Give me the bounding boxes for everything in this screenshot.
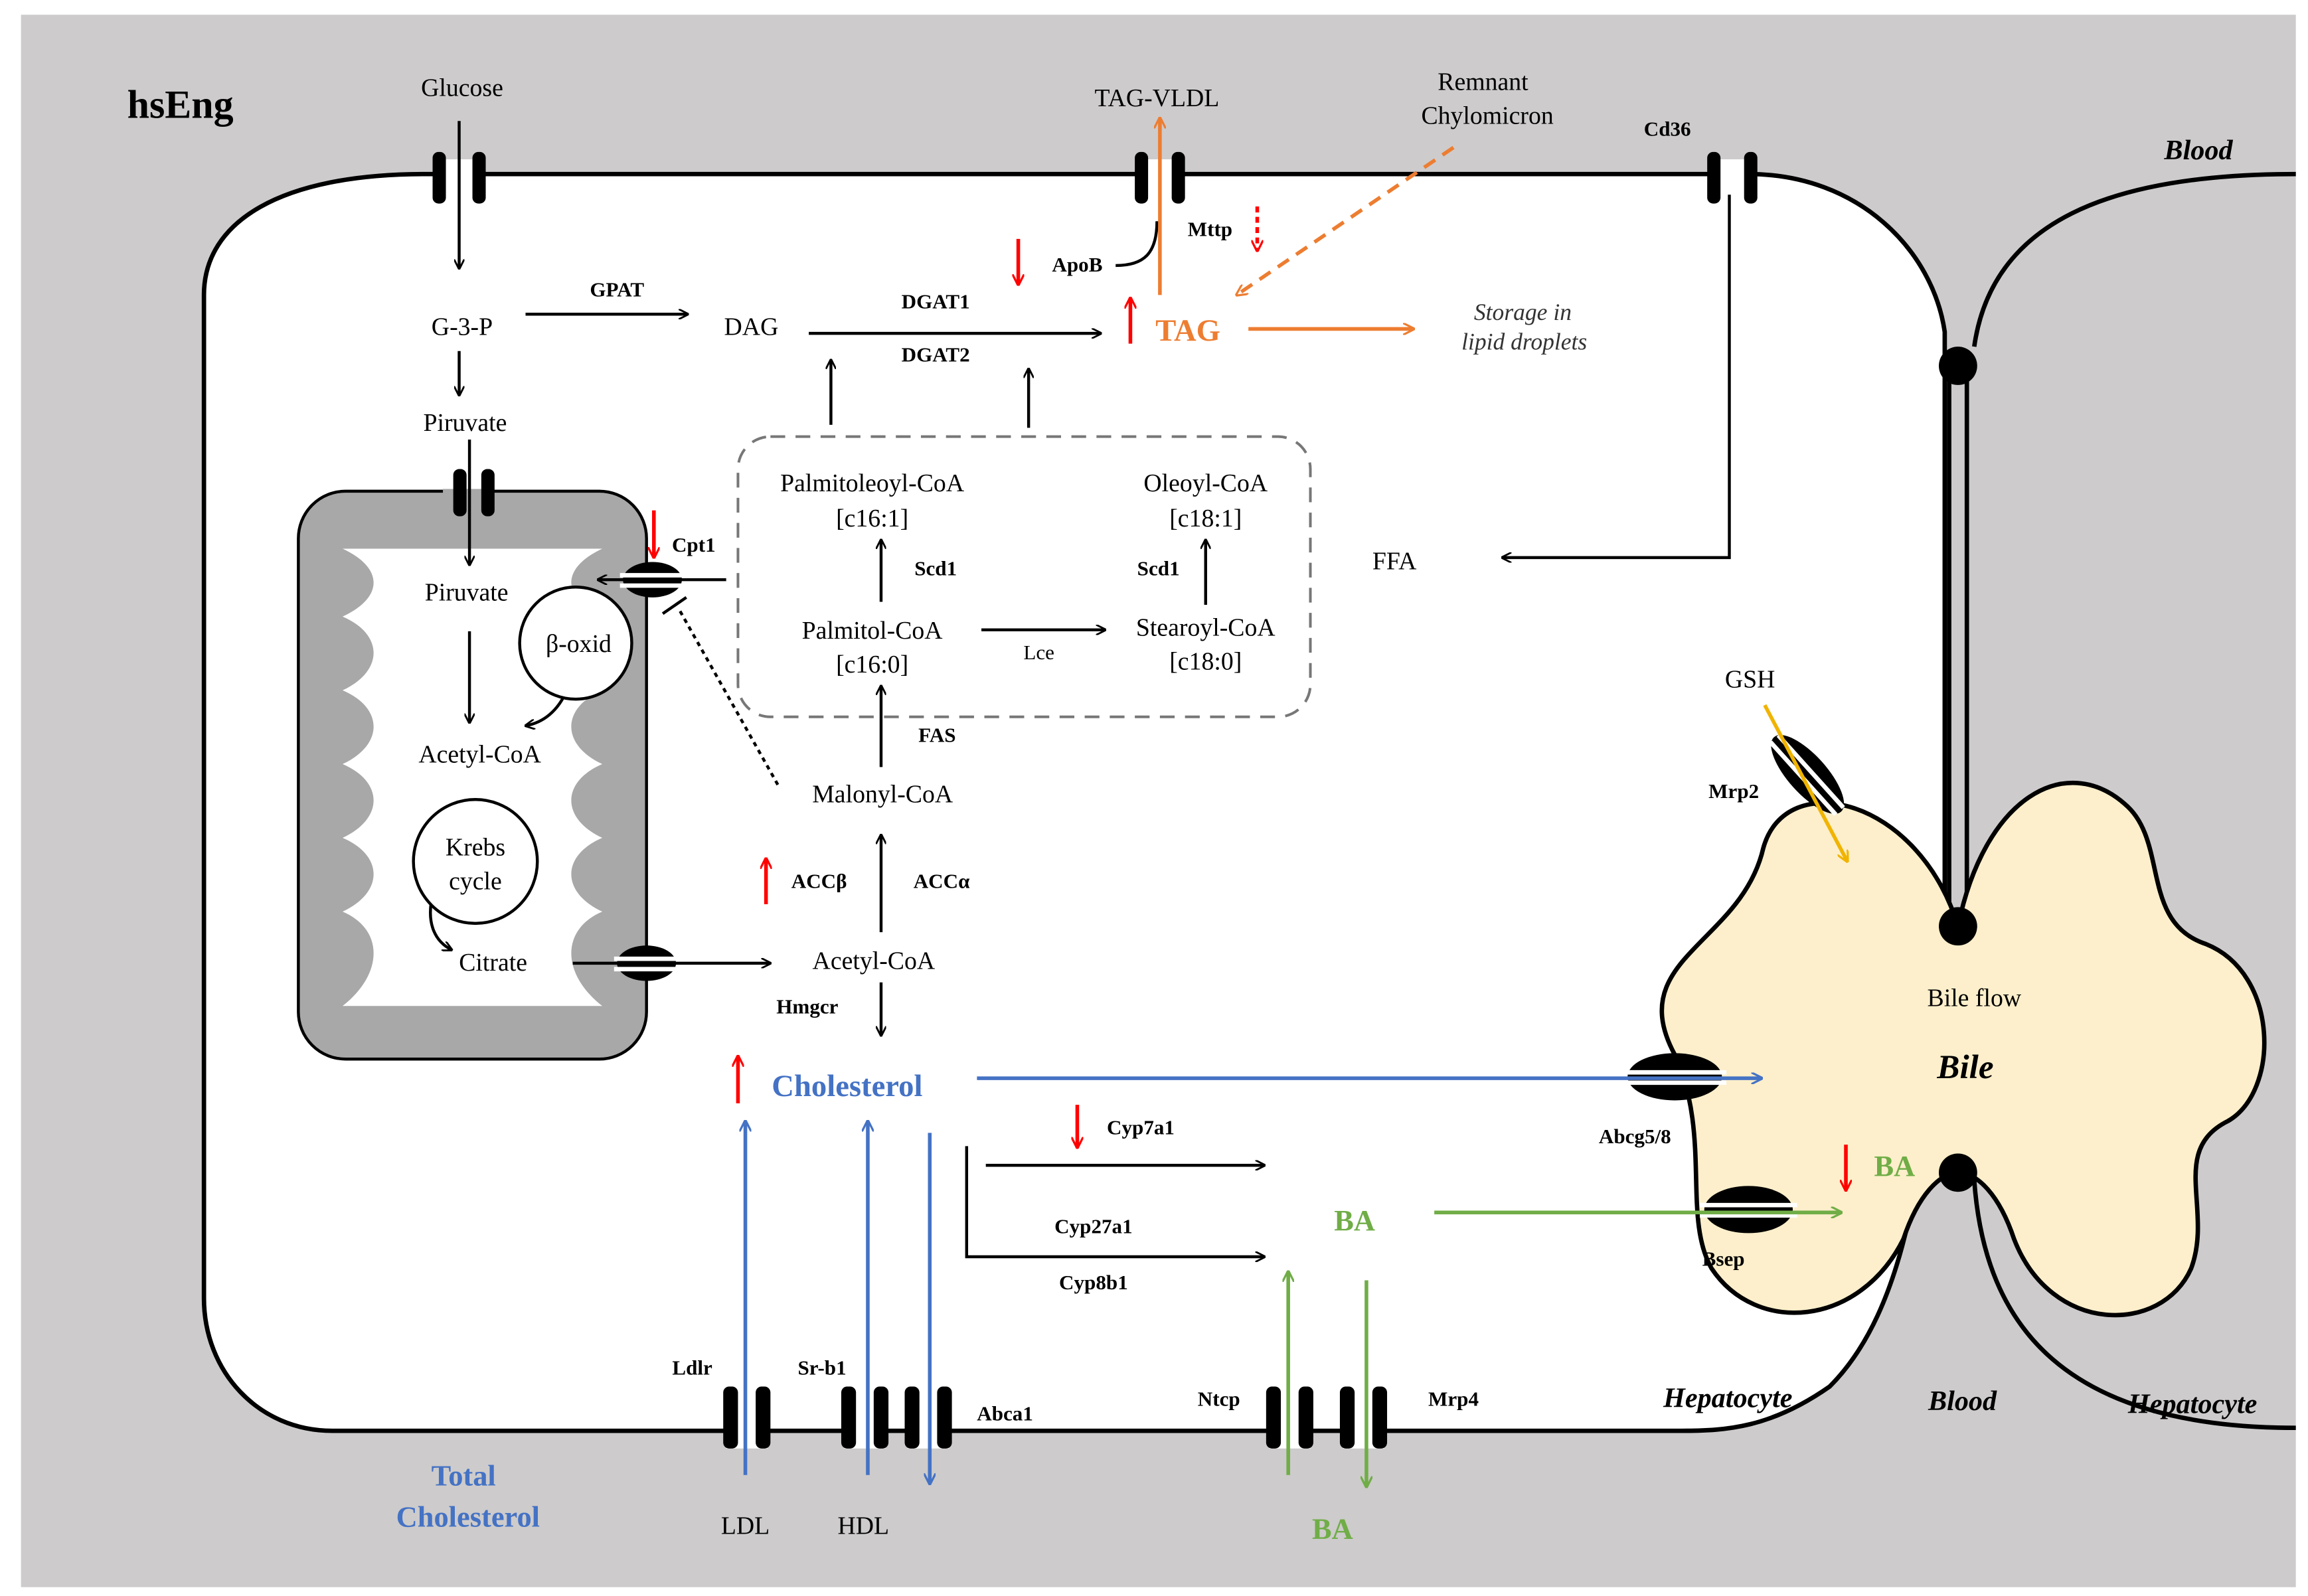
label-abcg58: Abcg5/8 [1599, 1125, 1671, 1148]
label-mttp: Mttp [1188, 217, 1232, 240]
tight-junction-dot [1939, 1153, 1977, 1192]
label-glucose: Glucose [421, 74, 503, 102]
label-ntcp: Ntcp [1198, 1387, 1240, 1410]
label-cyp7a1: Cyp7a1 [1107, 1116, 1175, 1139]
label-storage-line1: Storage in [1474, 299, 1572, 325]
label-acc-alpha: ACCα [914, 870, 970, 893]
diagram-title: hsEng [127, 83, 234, 127]
label-acetyl-coa-cytosol: Acetyl-CoA [813, 947, 936, 975]
label-remnant: Remnant [1438, 68, 1528, 96]
label-lce: Lce [1023, 641, 1054, 664]
label-gpat: GPAT [590, 278, 644, 301]
label-abca1: Abca1 [977, 1402, 1033, 1425]
label-bile-flow: Bile flow [1928, 984, 2022, 1012]
label-acetyl-coa-mitochondrion: Acetyl-CoA [418, 741, 541, 769]
label-scd1-left: Scd1 [914, 557, 957, 580]
label-srb1: Sr-b1 [798, 1356, 847, 1380]
label-cholesterol-total: Cholesterol [396, 1500, 540, 1534]
label-citrate: Citrate [459, 949, 527, 977]
label-tag: TAG [1155, 313, 1220, 348]
label-blood-bottom: Blood [1928, 1386, 1997, 1417]
bsep-transporter [1700, 1186, 1797, 1234]
label-scd1-right: Scd1 [1137, 557, 1180, 580]
right-hepatocyte-membrane-bottom [1972, 1180, 2296, 1431]
tight-junction-dot [1939, 347, 1977, 385]
label-total: Total [432, 1459, 496, 1492]
label-apob: ApoB [1052, 253, 1102, 276]
label-g3p: G-3-P [432, 313, 493, 341]
label-ba-blood: BA [1312, 1512, 1353, 1545]
krebs-cycle-circle [412, 798, 539, 925]
label-piruvate-mitochondrion: Piruvate [425, 578, 509, 606]
mrp4-transporter [1339, 1386, 1388, 1449]
label-c18-1: [c18:1] [1169, 505, 1242, 532]
label-cycle: cycle [449, 868, 502, 896]
label-malonyl-coa: Malonyl-CoA [812, 781, 953, 809]
arrow-krebs-to-citrate [429, 902, 452, 950]
label-fas: FAS [918, 724, 955, 747]
beta-oxidation-circle [518, 586, 633, 701]
label-mrp2: Mrp2 [1708, 779, 1759, 803]
srb1-transporter [841, 1386, 889, 1449]
label-ba-bile: BA [1874, 1149, 1915, 1182]
label-stearoyl-coa: Stearoyl-CoA [1136, 614, 1276, 642]
arrow-cholesterol-to-ba-cyp27a1 [965, 1146, 1265, 1257]
label-piruvate-cytosol: Piruvate [423, 409, 507, 437]
label-hdl: HDL [837, 1512, 889, 1540]
inhibition-bar [661, 596, 687, 615]
arrow-cd36-to-ffa [1502, 195, 1731, 558]
malonyl-inhibits-cpt1 [677, 608, 780, 786]
arrow-gsh-to-bile [1763, 704, 1847, 862]
label-storage-line2: lipid droplets [1461, 329, 1587, 355]
membrane-channel-cd36 [1707, 151, 1758, 204]
label-acc-beta: ACCβ [791, 870, 847, 893]
label-dgat2: DGAT2 [902, 343, 970, 366]
mitochondrial-pyruvate-carrier [453, 469, 495, 517]
right-hepatocyte-membrane-top [1972, 171, 2296, 347]
label-krebs: Krebs [446, 834, 505, 862]
label-tag-vldl: TAG-VLDL [1095, 84, 1220, 112]
label-palmitol-coa: Palmitol-CoA [802, 617, 943, 645]
fatty-acid-elongation-box [736, 435, 1312, 718]
bile-canaliculus [1659, 780, 2267, 1318]
label-beta-oxid: β-oxid [546, 630, 612, 658]
label-dag: DAG [724, 313, 779, 341]
label-blood-top: Blood [2163, 135, 2233, 166]
label-bsep: Bsep [1702, 1247, 1745, 1270]
label-ba-cell: BA [1334, 1204, 1375, 1237]
label-hepatocyte-right: Hepatocyte [2127, 1388, 2258, 1419]
label-ldl: LDL [721, 1512, 770, 1540]
label-bile: Bile [1936, 1048, 1993, 1086]
label-cpt1: Cpt1 [672, 533, 716, 556]
label-cd36: Cd36 [1644, 117, 1691, 140]
label-oleoyl-coa: Oleoyl-CoA [1143, 469, 1268, 497]
label-hepatocyte-left: Hepatocyte [1663, 1383, 1793, 1414]
label-ffa: FFA [1372, 548, 1416, 576]
label-palmitoleoyl-coa: Palmitoleoyl-CoA [780, 469, 964, 497]
label-c18-0: [c18:0] [1169, 648, 1242, 676]
apob-mttp-link [1115, 221, 1159, 268]
label-cholesterol: Cholesterol [772, 1069, 922, 1103]
label-cyp8b1: Cyp8b1 [1059, 1271, 1128, 1294]
label-hmgcr: Hmgcr [776, 995, 838, 1018]
tight-junction-dot [1939, 907, 1977, 946]
label-c16-1: [c16:1] [836, 505, 908, 532]
label-cyp27a1: Cyp27a1 [1054, 1214, 1132, 1237]
label-gsh: GSH [1725, 665, 1775, 693]
label-dgat1: DGAT1 [902, 289, 970, 313]
label-mrp4: Mrp4 [1428, 1387, 1479, 1410]
label-chylomicron: Chylomicron [1421, 102, 1553, 130]
label-c16-0: [c16:0] [836, 651, 908, 678]
hepatocyte-membrane [201, 171, 1947, 1433]
label-ldlr: Ldlr [672, 1356, 712, 1380]
